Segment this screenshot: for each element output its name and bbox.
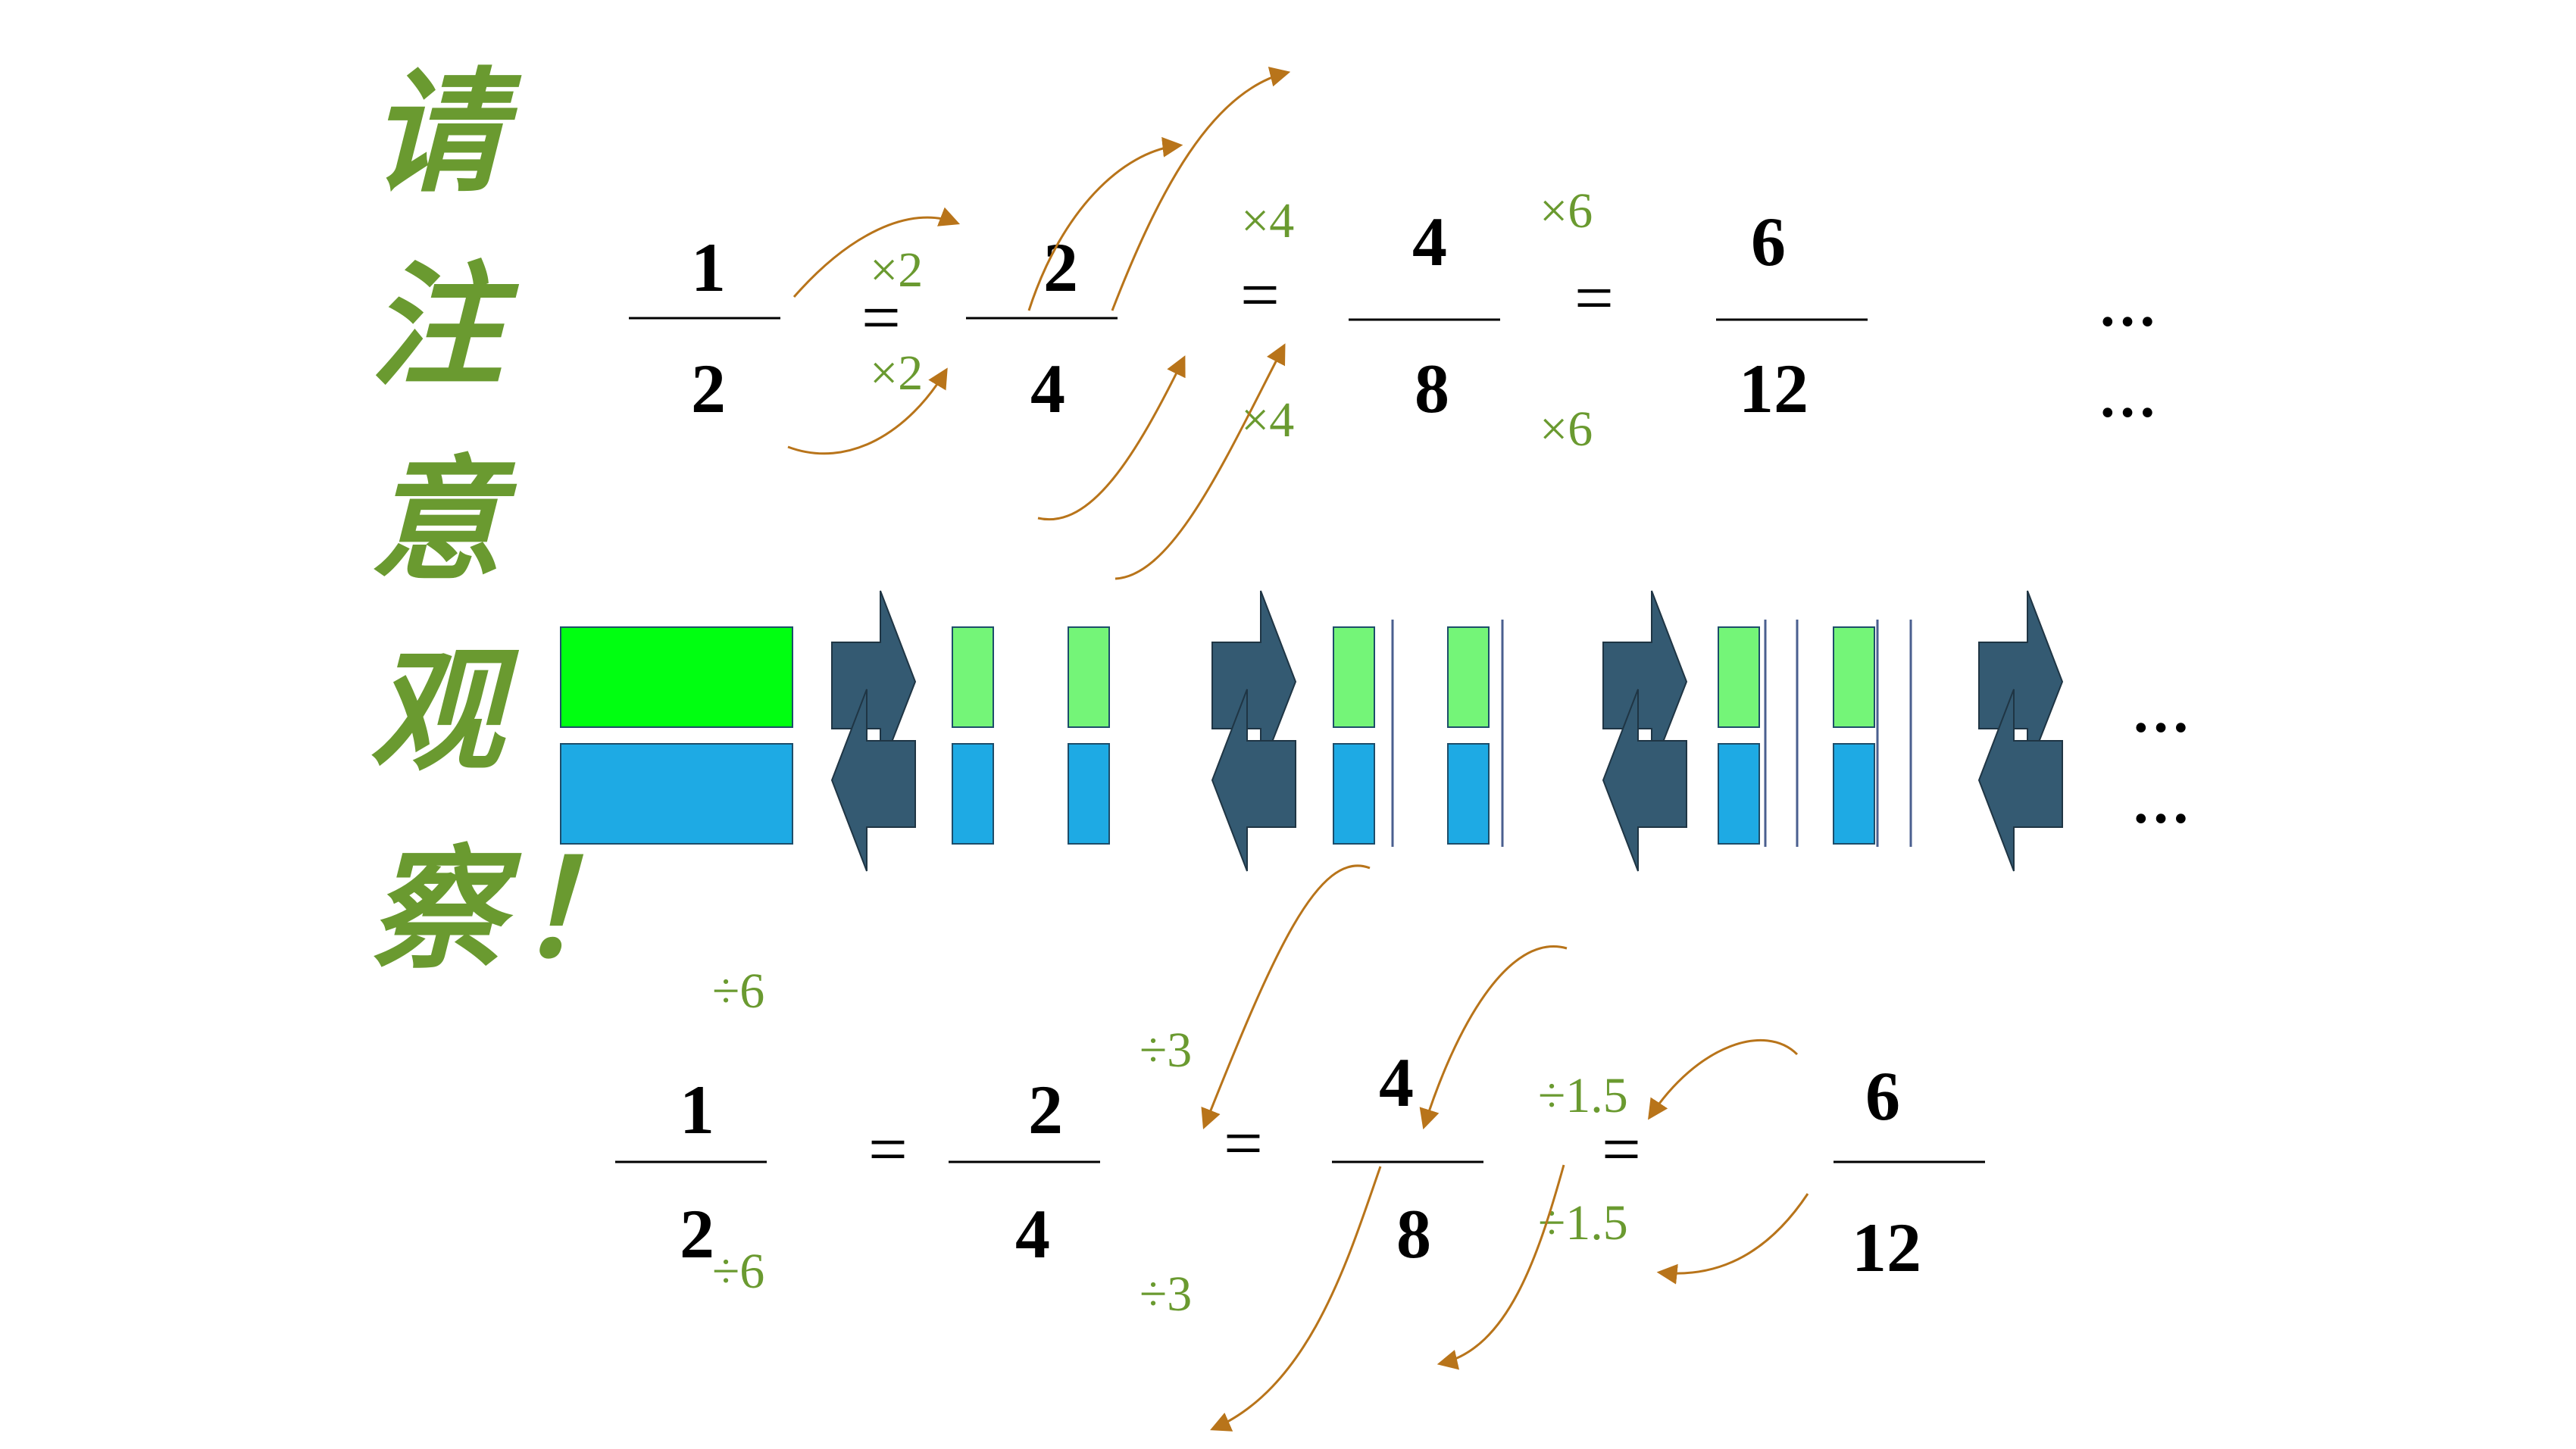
bottom-equation-row: 1 2 = 2 4 = 4 8 = 6 12 ÷6 ÷6 ÷3 ÷3 ÷1.5 … bbox=[615, 864, 1985, 1432]
fraction-numerator: 1 bbox=[691, 229, 726, 306]
multiply-label: ×6 bbox=[1540, 183, 1593, 239]
twelfth-block bbox=[1833, 626, 1875, 728]
title-text: 请 注 意 观 察 ！ bbox=[370, 55, 649, 988]
fraction-numerator: 2 bbox=[1043, 229, 1078, 306]
curved-arrow bbox=[1419, 945, 1568, 1130]
ellipsis: … bbox=[2098, 364, 2154, 429]
divide-label: ÷3 bbox=[1140, 1266, 1192, 1322]
double-arrow-icon bbox=[830, 590, 917, 872]
curved-arrow bbox=[792, 207, 961, 298]
divide-label: ÷6 bbox=[712, 963, 764, 1019]
fraction-numerator: 2 bbox=[1028, 1071, 1063, 1148]
twelfth-block bbox=[1833, 743, 1875, 845]
equals-sign: = bbox=[1240, 256, 1280, 333]
curved-arrow bbox=[1656, 1193, 1809, 1285]
multiply-label: ×2 bbox=[870, 345, 923, 401]
quarter-block bbox=[952, 743, 994, 845]
quarter-block bbox=[1068, 743, 1110, 845]
equals-sign: = bbox=[1602, 1110, 1641, 1188]
fraction-blocks-row: … … bbox=[560, 590, 2190, 872]
fraction-denominator: 4 bbox=[1015, 1195, 1050, 1273]
title-char: 察 bbox=[370, 832, 522, 988]
curved-arrow bbox=[787, 367, 948, 455]
fraction-denominator: 12 bbox=[1739, 350, 1809, 427]
bottom-half-block bbox=[560, 743, 793, 845]
fraction-numerator: 6 bbox=[1751, 203, 1786, 280]
equals-sign: = bbox=[868, 1110, 908, 1188]
title-char: 观 bbox=[370, 634, 520, 789]
curved-arrow bbox=[1027, 136, 1183, 311]
curved-arrow bbox=[1210, 1166, 1382, 1432]
multiply-label: ×6 bbox=[1540, 401, 1593, 457]
curved-arrow bbox=[1111, 67, 1291, 311]
eighth-block bbox=[1447, 743, 1490, 845]
double-arrow-icon bbox=[1602, 590, 1688, 872]
fraction-numerator: 1 bbox=[680, 1071, 714, 1148]
divide-label: ÷3 bbox=[1140, 1023, 1192, 1078]
ellipsis: … bbox=[2131, 770, 2187, 835]
divide-label: ÷6 bbox=[712, 1244, 764, 1299]
eighth-block bbox=[1333, 743, 1375, 845]
twelfth-block bbox=[1718, 743, 1760, 845]
eighth-block bbox=[1447, 626, 1490, 728]
fraction-denominator: 4 bbox=[1030, 350, 1065, 427]
fraction-denominator: 8 bbox=[1396, 1195, 1431, 1273]
multiply-label: ×4 bbox=[1241, 193, 1294, 248]
quarter-block bbox=[952, 626, 994, 728]
fraction-denominator: 2 bbox=[680, 1195, 714, 1273]
fraction-denominator: 12 bbox=[1852, 1209, 1921, 1286]
top-half-block bbox=[560, 626, 793, 728]
fraction-denominator: 2 bbox=[691, 350, 726, 427]
title-exclamation: ！ bbox=[515, 832, 649, 988]
curved-arrow bbox=[1037, 355, 1186, 521]
title-char: 注 bbox=[370, 249, 520, 404]
fraction-numerator: 4 bbox=[1412, 203, 1447, 280]
title-char: 请 bbox=[370, 55, 522, 211]
double-arrow-icon bbox=[1211, 590, 1297, 872]
fraction-numerator: 4 bbox=[1379, 1044, 1414, 1121]
equals-sign: = bbox=[1574, 259, 1614, 336]
curved-arrow bbox=[1114, 343, 1286, 580]
top-equation-row: 1 2 = 2 4 = 4 8 = 6 12 … … ×2 ×2 ×4 ×4 ×… bbox=[629, 67, 2157, 580]
multiply-label: ×4 bbox=[1241, 392, 1294, 448]
title-char: 意 bbox=[370, 443, 517, 598]
fraction-numerator: 6 bbox=[1865, 1057, 1900, 1135]
equals-sign: = bbox=[861, 279, 901, 356]
ellipsis: … bbox=[2131, 679, 2187, 745]
multiply-label: ×2 bbox=[870, 242, 923, 298]
quarter-block bbox=[1068, 626, 1110, 728]
curved-arrow bbox=[1648, 1038, 1799, 1120]
curved-arrow bbox=[1436, 1164, 1565, 1370]
ellipsis: … bbox=[2098, 273, 2154, 339]
fraction-denominator: 8 bbox=[1415, 350, 1449, 427]
eighth-block bbox=[1333, 626, 1375, 728]
divide-label: ÷1.5 bbox=[1538, 1068, 1628, 1123]
equals-sign: = bbox=[1224, 1104, 1263, 1182]
curved-arrow bbox=[1201, 864, 1371, 1130]
double-arrow-icon bbox=[1977, 590, 2064, 872]
twelfth-block bbox=[1718, 626, 1760, 728]
